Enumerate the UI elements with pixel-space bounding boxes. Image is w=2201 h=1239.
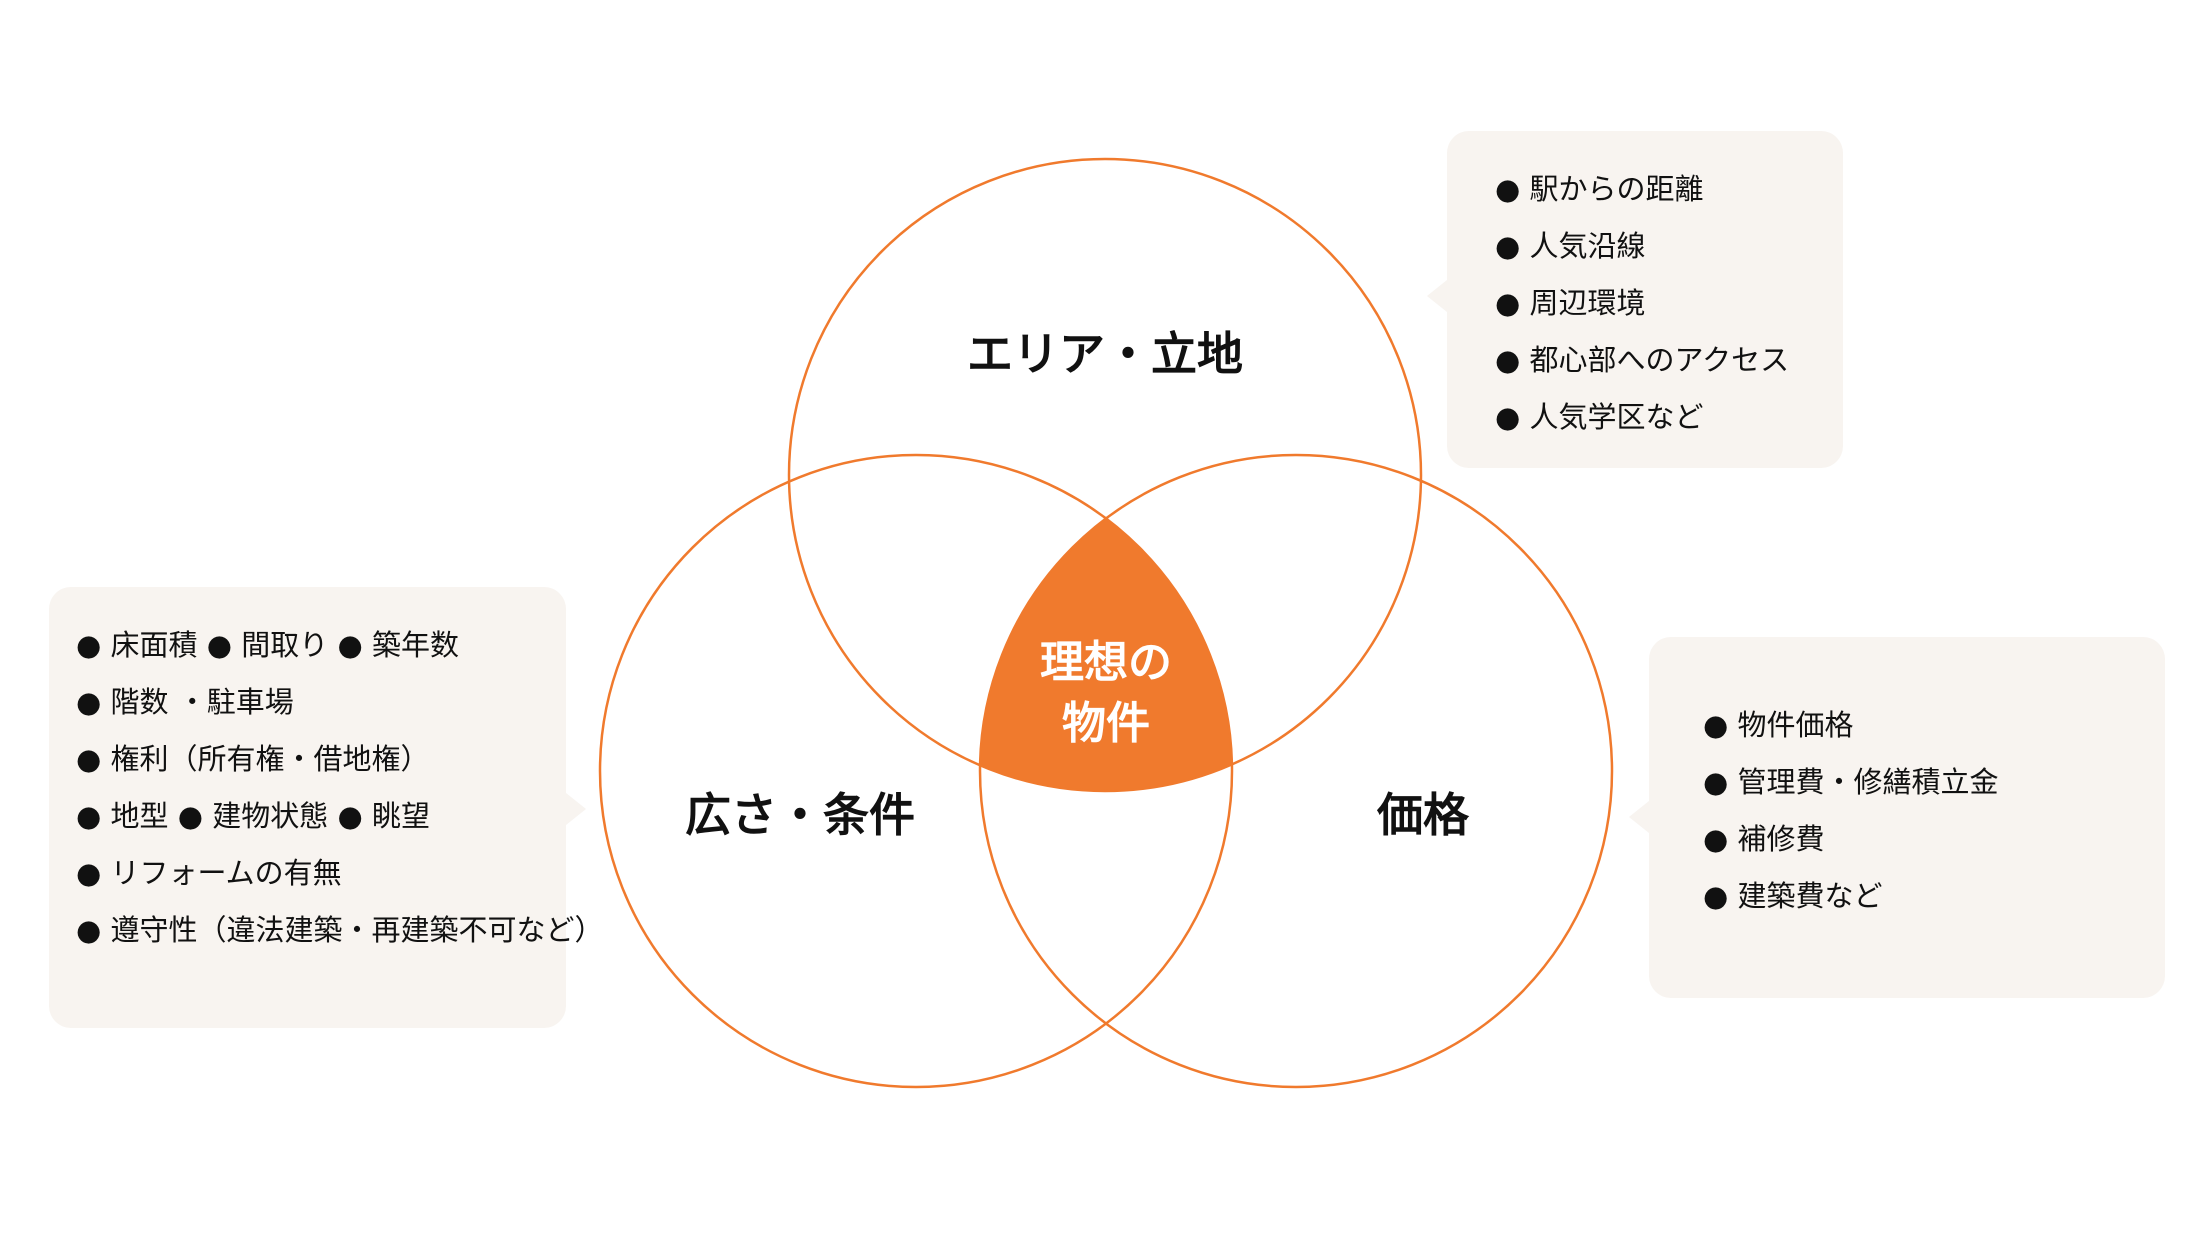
circle-size xyxy=(598,453,1234,1089)
list-item: ● 都心部へのアクセス xyxy=(1495,343,1790,377)
list-item: ● 遵守性（違法建築・再建築不可など） xyxy=(76,913,604,947)
center-intersection xyxy=(980,455,1232,791)
list-item: ● 駅からの距離 xyxy=(1495,172,1704,206)
list-item: ● 建築費など xyxy=(1703,879,1883,913)
size-detail-box: ● 床面積 ● 間取り ● 築年数 ● 階数 ・駐車場 ● 権利（所有権・借地権… xyxy=(49,587,604,1028)
list-item: ● 物件価格 xyxy=(1703,708,1854,742)
circle-area xyxy=(787,157,1423,793)
list-item: ● 人気学区など xyxy=(1495,400,1704,434)
circle-price-label: 価格 xyxy=(1376,788,1470,842)
list-item: ● リフォームの有無 xyxy=(76,856,342,890)
list-item: ● 管理費・修繕積立金 xyxy=(1703,765,1999,799)
list-item: ● 周辺環境 xyxy=(1495,286,1646,320)
area-detail-box: ● 駅からの距離 ● 人気沿線 ● 周辺環境 ● 都心部へのアクセス ● 人気学… xyxy=(1427,131,1843,468)
area-detail-list: ● 駅からの距離 ● 人気沿線 ● 周辺環境 ● 都心部へのアクセス ● 人気学… xyxy=(1495,161,1843,446)
circle-size-label: 広さ・条件 xyxy=(685,788,915,842)
size-detail-list: ● 床面積 ● 間取り ● 築年数 ● 階数 ・駐車場 ● 権利（所有権・借地権… xyxy=(76,617,604,959)
list-item: ● 人気沿線 xyxy=(1495,229,1646,263)
list-item: ● 地型 ● 建物状態 ● 眺望 xyxy=(76,799,431,833)
price-detail-box: ● 物件価格 ● 管理費・修繕積立金 ● 補修費 ● 建築費など xyxy=(1629,637,2165,998)
list-item: ● 階数 ・駐車場 xyxy=(76,685,294,719)
center-label-line1: 理想の xyxy=(1040,637,1172,688)
circle-area-label: エリア・立地 xyxy=(967,327,1243,381)
center-label-line2: 物件 xyxy=(1062,698,1150,749)
price-detail-list: ● 物件価格 ● 管理費・修繕積立金 ● 補修費 ● 建築費など xyxy=(1703,697,2165,925)
list-item: ● 床面積 ● 間取り ● 築年数 xyxy=(76,628,460,662)
circle-price xyxy=(978,453,1614,1089)
list-item: ● 権利（所有権・借地権） xyxy=(76,742,430,776)
list-item: ● 補修費 xyxy=(1703,822,1825,856)
